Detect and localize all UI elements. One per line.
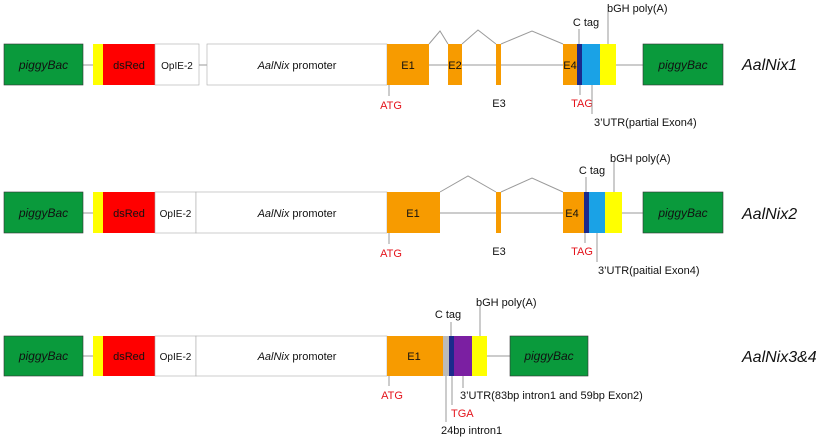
utr-segment xyxy=(589,192,605,233)
ople2-label: OpIE-2 xyxy=(160,352,192,363)
utr-segment xyxy=(582,44,600,85)
dsred-box xyxy=(103,336,155,376)
ctag-label: C tag xyxy=(435,309,461,321)
piggybac-right-box xyxy=(642,43,724,86)
dsred-label: dsRed xyxy=(113,60,145,72)
splice-line-e3-e4 xyxy=(500,177,564,193)
piggybac-left-label: piggyBac xyxy=(18,349,68,363)
atg-label: ATG xyxy=(380,248,402,260)
construct-name: AalNix1 xyxy=(741,57,797,74)
intron-label: 24bp intron1 xyxy=(441,425,502,437)
promoter-box xyxy=(195,335,388,377)
piggybac-right-label: piggyBac xyxy=(523,349,573,363)
splice-line-e1-e2 xyxy=(428,30,449,45)
c-tag-segment xyxy=(584,192,589,233)
utr-label: 3’UTR(partial Exon4) xyxy=(594,117,697,129)
splice-line-e2-e3 xyxy=(461,29,497,45)
polya-segment xyxy=(472,336,487,376)
construct-aalnix1: piggyBac dsRed OpIE-2 AalNix promoter E1… xyxy=(3,3,797,129)
piggybac-right-box xyxy=(642,191,724,234)
piggybac-left-box xyxy=(3,43,84,86)
yellow-segment xyxy=(93,336,103,376)
utr-segment xyxy=(454,336,472,376)
piggybac-left-box xyxy=(3,335,84,377)
exon-e1-label: E1 xyxy=(406,208,419,220)
atg-label: ATG xyxy=(380,100,402,112)
utr-label: 3’UTR(83bp intron1 and 59bp Exon2) xyxy=(460,390,643,402)
exon-e3 xyxy=(496,44,501,85)
dsred-label: dsRed xyxy=(113,208,145,220)
construct-name: AalNix2 xyxy=(741,206,797,223)
exon-e4-label: E4 xyxy=(565,208,578,220)
construct-aalnix2: piggyBac dsRed OpIE-2 AalNix promoter E1… xyxy=(3,153,797,277)
piggybac-right-label: piggyBac xyxy=(657,206,707,220)
dsred-box xyxy=(103,44,155,85)
construct-aalnix3-4: piggyBac dsRed OpIE-2 AalNix promoter E1… xyxy=(3,297,817,437)
tag-label: TAG xyxy=(571,98,593,110)
polya-segment xyxy=(600,44,616,85)
promoter-label: AalNix promoter xyxy=(257,351,337,363)
tga-label: TGA xyxy=(451,408,474,420)
tag-label: TAG xyxy=(571,246,593,258)
utr-label: 3’UTR(paitial Exon4) xyxy=(598,265,699,277)
atg-label: ATG xyxy=(381,390,403,402)
exon-e1-label: E1 xyxy=(401,60,414,72)
polya-label: bGH poly(A) xyxy=(607,3,668,15)
ople2-label: OpIE-2 xyxy=(160,209,192,220)
exon-e1 xyxy=(387,336,443,376)
piggybac-right-box xyxy=(509,335,589,377)
piggybac-right-label: piggyBac xyxy=(657,58,707,72)
c-tag-segment xyxy=(449,336,454,376)
splice-line-e3-e4 xyxy=(500,30,564,45)
exon-e3-label: E3 xyxy=(492,98,505,110)
polya-segment xyxy=(605,192,622,233)
dsred-label: dsRed xyxy=(113,351,145,363)
ople2-box xyxy=(154,335,197,377)
yellow-segment xyxy=(93,192,103,233)
exon-e2 xyxy=(448,44,462,85)
piggybac-left-box xyxy=(3,191,84,234)
c-tag-segment xyxy=(577,44,582,85)
exon-e3-label: E3 xyxy=(492,246,505,258)
ople2-box xyxy=(154,43,200,86)
ctag-label: C tag xyxy=(573,17,599,29)
promoter-label: AalNix promoter xyxy=(257,208,337,220)
intron-segment xyxy=(443,336,449,376)
promoter-label: AalNix promoter xyxy=(257,60,337,72)
exon-e2-label: E2 xyxy=(448,60,461,72)
polya-label: bGH poly(A) xyxy=(610,153,671,165)
ctag-label: C tag xyxy=(579,165,605,177)
exon-e4-label: E4 xyxy=(563,60,576,72)
polya-label: bGH poly(A) xyxy=(476,297,537,309)
exon-e3 xyxy=(496,192,501,233)
ople2-box xyxy=(154,191,197,234)
dsred-box xyxy=(103,192,155,233)
splice-line-e1-e3 xyxy=(439,175,497,193)
exon-e1-label: E1 xyxy=(407,351,420,363)
exon-e1 xyxy=(387,44,429,85)
exon-e1 xyxy=(387,192,440,233)
ople2-label: OpIE-2 xyxy=(161,61,193,72)
construct-name: AalNix3&4 xyxy=(741,349,817,366)
promoter-box xyxy=(206,43,388,86)
exon-e4 xyxy=(563,44,577,85)
promoter-box xyxy=(195,191,388,234)
piggybac-left-label: piggyBac xyxy=(18,206,68,220)
exon-e4 xyxy=(563,192,584,233)
yellow-segment xyxy=(93,44,103,85)
piggybac-left-label: piggyBac xyxy=(18,58,68,72)
